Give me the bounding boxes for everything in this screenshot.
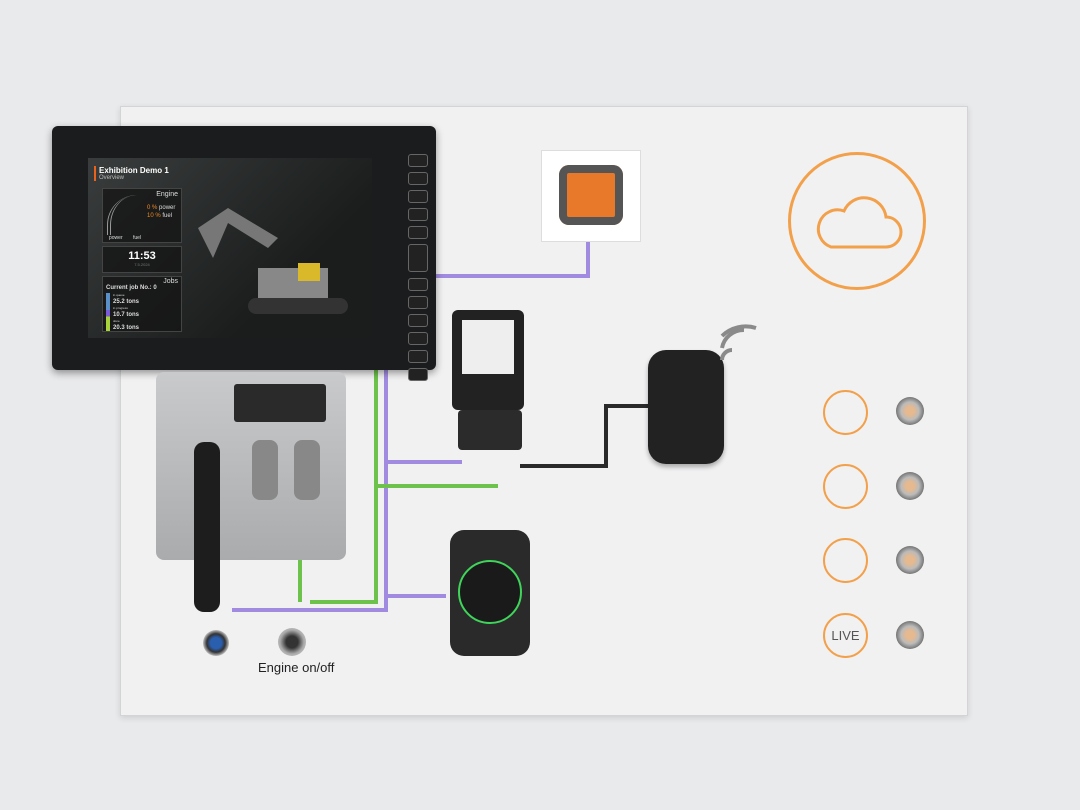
excavator-image [198, 208, 348, 314]
clock-panel: 11:53 7.5.2024 [102, 246, 182, 273]
soft-key[interactable] [408, 368, 428, 381]
port [294, 440, 320, 500]
can-wire [386, 594, 446, 598]
fuel-label: fuel [162, 213, 173, 219]
operator-button[interactable] [896, 397, 924, 425]
main-connector-cable [194, 442, 220, 612]
job-label: in queue [113, 293, 125, 297]
soft-key[interactable] [408, 296, 428, 309]
screen-title: Exhibition Demo 1 [99, 166, 169, 175]
can-wire [430, 274, 590, 278]
user-button[interactable] [896, 546, 924, 574]
antenna-cable [520, 464, 608, 468]
clock-time: 11:53 [128, 250, 156, 262]
soft-key[interactable] [408, 278, 428, 291]
engine-switch-label: Engine on/off [258, 660, 335, 675]
engine-panel: Engine power fuel 0 % power 10 % fuel [102, 188, 182, 243]
wifi-icon [720, 324, 757, 361]
jobs-bar [106, 293, 110, 331]
port [252, 440, 278, 500]
live-badge: LIVE [823, 613, 868, 658]
job-value: 25.2 tons [113, 298, 140, 305]
fuel-value: 10 % [147, 213, 161, 219]
can-wire [586, 232, 590, 278]
soft-key[interactable] [408, 208, 428, 221]
engine-heading: Engine [156, 191, 178, 198]
controller-label [462, 320, 514, 374]
navigation-pad[interactable] [408, 244, 428, 272]
operator-headset-icon [823, 390, 868, 435]
connector [458, 410, 522, 450]
jobs-panel: Jobs Current job No.: 0 in queue 25.2 to… [102, 276, 182, 332]
power-module [156, 372, 346, 560]
jobs-heading: Jobs [163, 278, 178, 285]
gauge-left-label: power [109, 235, 123, 241]
live-button[interactable] [896, 621, 924, 649]
antenna-cable [604, 404, 608, 468]
engine-icon [559, 165, 623, 225]
soft-key[interactable] [408, 172, 428, 185]
cloud-icon [816, 196, 903, 249]
power-label: power [159, 205, 176, 211]
soft-key[interactable] [408, 226, 428, 239]
rotary-controller[interactable] [450, 530, 530, 656]
can-wire [384, 370, 388, 610]
job-label: in progress [113, 306, 128, 310]
user-icon [823, 538, 868, 583]
ethernet-wire [376, 484, 498, 488]
job-label: done [113, 319, 120, 323]
technician-button[interactable] [896, 472, 924, 500]
display-monitor: Exhibition Demo 1 Overview Engine power … [52, 126, 436, 381]
monitor-screen[interactable]: Exhibition Demo 1 Overview Engine power … [88, 158, 372, 338]
ethernet-wire [310, 600, 378, 604]
cloud-badge [788, 152, 926, 290]
soft-key[interactable] [408, 350, 428, 363]
technician-icon [823, 464, 868, 509]
can-wire [232, 608, 388, 612]
job-value: 10.7 tons [113, 311, 140, 318]
live-label: LIVE [831, 628, 860, 643]
antenna-cable [604, 404, 650, 408]
soft-key[interactable] [408, 154, 428, 167]
usb-port [203, 630, 229, 656]
can-wire [386, 460, 462, 464]
gauge-right-label: fuel [133, 235, 142, 241]
clock-date: 7.5.2024 [134, 262, 150, 267]
key-switch[interactable] [278, 628, 306, 656]
soft-key[interactable] [408, 190, 428, 203]
engine-gauge [107, 195, 137, 235]
soft-key[interactable] [408, 314, 428, 327]
power-value: 0 % [147, 205, 158, 211]
controller-module [452, 310, 524, 410]
soft-key[interactable] [408, 332, 428, 345]
current-job: Current job No.: 0 [106, 285, 157, 291]
status-led-panel [234, 384, 326, 422]
rotary-knob[interactable] [458, 560, 522, 624]
screen-subtitle: Overview [99, 175, 125, 181]
job-value: 20.3 tons [113, 324, 140, 331]
engine-picture [541, 150, 641, 242]
wireless-gateway [648, 350, 724, 464]
